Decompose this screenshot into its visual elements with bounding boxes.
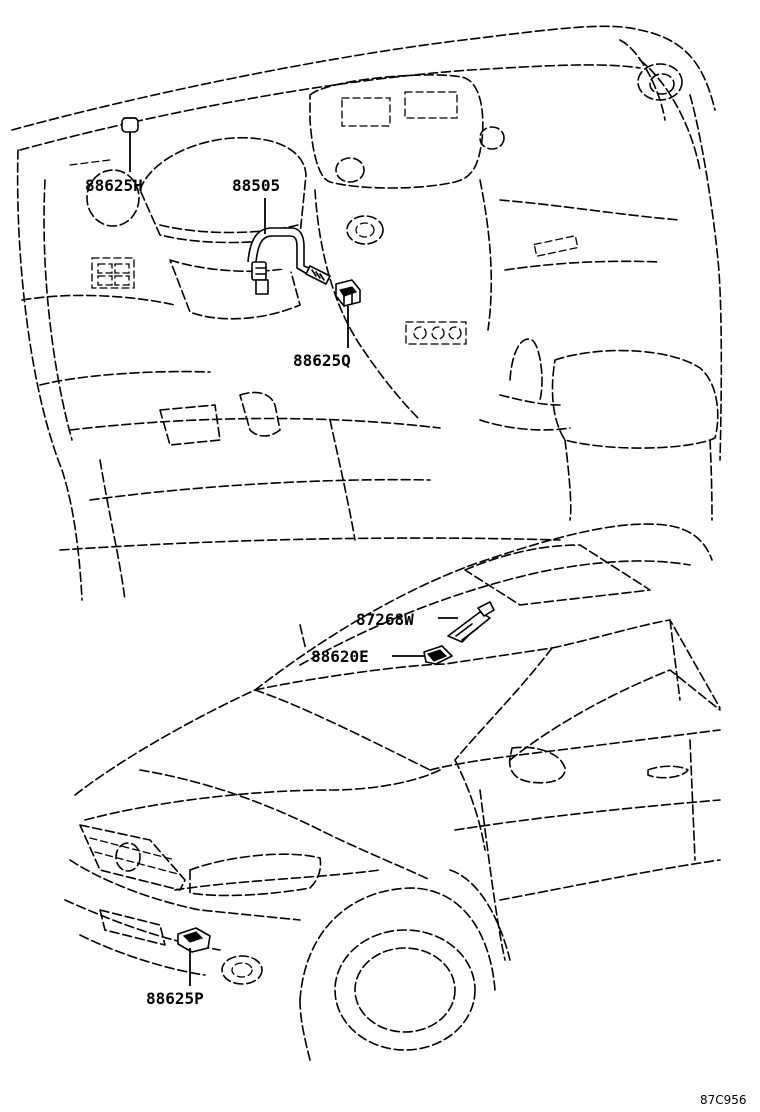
part-88625Q-illustration bbox=[335, 279, 361, 307]
callout-88625Q: 88625Q bbox=[293, 351, 351, 370]
callout-87268W: 87268W bbox=[356, 610, 414, 629]
vehicle-exterior-illustration bbox=[64, 523, 721, 1061]
part-88625H-illustration bbox=[121, 117, 139, 133]
callout-88505: 88505 bbox=[232, 176, 280, 195]
callout-88625P: 88625P bbox=[146, 989, 204, 1008]
part-88620E-illustration bbox=[423, 645, 453, 665]
figure-code: 87C956 bbox=[700, 1093, 747, 1107]
callout-88620E: 88620E bbox=[311, 647, 369, 666]
part-88505-harness-illustration bbox=[247, 227, 331, 295]
dashboard-interior-illustration bbox=[11, 25, 723, 601]
part-87268W-illustration bbox=[447, 601, 495, 643]
callout-labels: 88625H 88505 88625Q 87268W 88620E 88625P bbox=[85, 176, 414, 1008]
leader-lines bbox=[129, 132, 458, 986]
callout-88625H: 88625H bbox=[85, 176, 143, 195]
part-88625P-illustration bbox=[177, 927, 211, 953]
